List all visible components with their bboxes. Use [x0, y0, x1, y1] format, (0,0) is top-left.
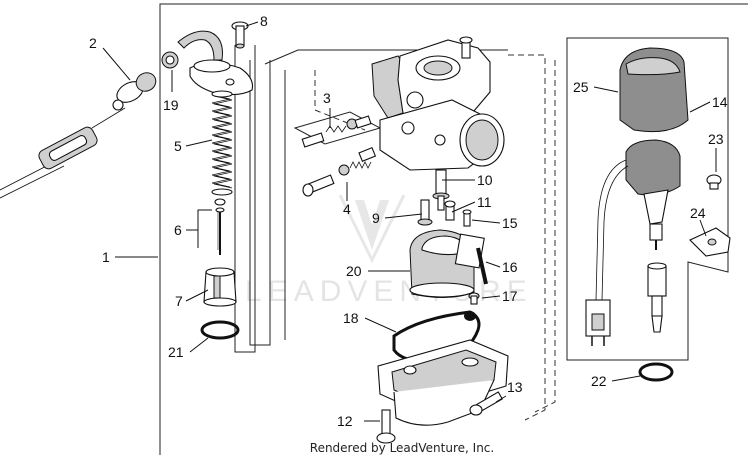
plate-hole — [707, 238, 717, 246]
dashed-guide-right — [534, 60, 556, 413]
callout-8: 8 — [260, 13, 268, 29]
callout-13: 13 — [507, 379, 523, 395]
callout-18: 18 — [343, 310, 359, 326]
part-main-jet — [417, 199, 433, 226]
callout-25: 25 — [573, 79, 589, 95]
part-carburetor-body — [371, 36, 505, 171]
callout-6: 6 — [174, 222, 182, 238]
callout-17: 17 — [502, 288, 518, 304]
part-gasket-tab — [464, 311, 476, 321]
leader-lines — [102, 21, 717, 422]
part-screw-17 — [468, 292, 480, 305]
part-drain-screw — [469, 391, 504, 416]
callout-19: 19 — [163, 97, 179, 113]
part-screw-23 — [706, 174, 722, 190]
callout-labels: 2 1 3 4 5 6 7 8 9 10 11 12 13 14 15 16 1… — [89, 13, 728, 429]
footer-credit: Rendered by LeadVenture, Inc. — [310, 441, 494, 455]
callout-24: 24 — [690, 205, 706, 221]
part-bowl-screw — [376, 409, 396, 444]
callout-4: 4 — [343, 201, 351, 217]
part-pilot-jet — [444, 200, 456, 221]
part-float-bowl — [377, 339, 509, 426]
callout-3: 3 — [323, 90, 331, 106]
callout-20: 20 — [346, 263, 362, 279]
callout-22: 22 — [591, 373, 607, 389]
callout-12: 12 — [337, 413, 353, 429]
callout-10: 10 — [477, 172, 493, 188]
callout-14: 14 — [712, 94, 728, 110]
callout-11: 11 — [477, 194, 492, 210]
callout-7: 7 — [175, 293, 183, 309]
part-auto-choke — [585, 139, 681, 346]
part-throttle-slide — [203, 267, 237, 307]
part-pilot-screw-set — [293, 111, 382, 148]
part-throttle-cable — [0, 72, 157, 199]
assembly-frame-mid — [249, 60, 271, 346]
part-jet-needle — [214, 198, 226, 255]
assembly-frame-inner — [234, 45, 256, 353]
dashed-guide-upper — [508, 54, 546, 421]
part-oring-22 — [638, 362, 674, 382]
callout-16: 16 — [502, 259, 518, 275]
part-float — [409, 229, 485, 298]
callout-21: 21 — [168, 344, 184, 360]
part-idle-screw — [302, 146, 377, 197]
part-carb-cap — [177, 30, 254, 96]
sub-assembly-frame-14 — [566, 37, 729, 361]
part-oring-21 — [200, 320, 240, 340]
watermark: LEADVENTURE — [245, 194, 533, 308]
callout-9: 9 — [372, 210, 380, 226]
callout-5: 5 — [174, 138, 182, 154]
part-nut — [161, 51, 179, 69]
part-screw-8 — [231, 21, 249, 49]
part-needle-jet — [432, 169, 450, 211]
part-float-pin — [476, 247, 488, 285]
assembly-frame-left — [159, 3, 748, 455]
part-starter-jet — [462, 209, 472, 227]
watermark-text: LEADVENTURE — [245, 275, 533, 308]
callout-15: 15 — [502, 215, 518, 231]
callout-2: 2 — [89, 35, 97, 51]
part-spring — [211, 90, 233, 196]
callout-1: 1 — [102, 249, 110, 265]
callout-23: 23 — [708, 131, 724, 147]
part-choke-cover — [619, 47, 689, 133]
